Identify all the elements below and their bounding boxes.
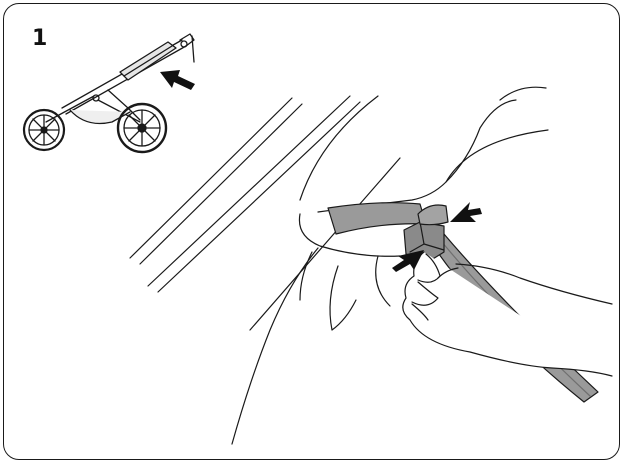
fabric-contour [376, 256, 390, 306]
frame-line [130, 98, 292, 258]
pointer-arrow-icon [160, 70, 195, 90]
fabric-contour [446, 130, 548, 182]
fabric-contour [232, 248, 318, 444]
frame-line [140, 104, 302, 264]
fabric-contour [330, 266, 356, 330]
fabric-contour [500, 87, 546, 100]
press-arrow-icon [450, 202, 482, 222]
stroller-thumbnail-icon [24, 34, 194, 152]
fabric-contour [318, 100, 516, 212]
buckle-top [418, 205, 448, 225]
frame-line [148, 96, 350, 286]
fabric-contour [300, 252, 312, 300]
hand [403, 252, 612, 376]
